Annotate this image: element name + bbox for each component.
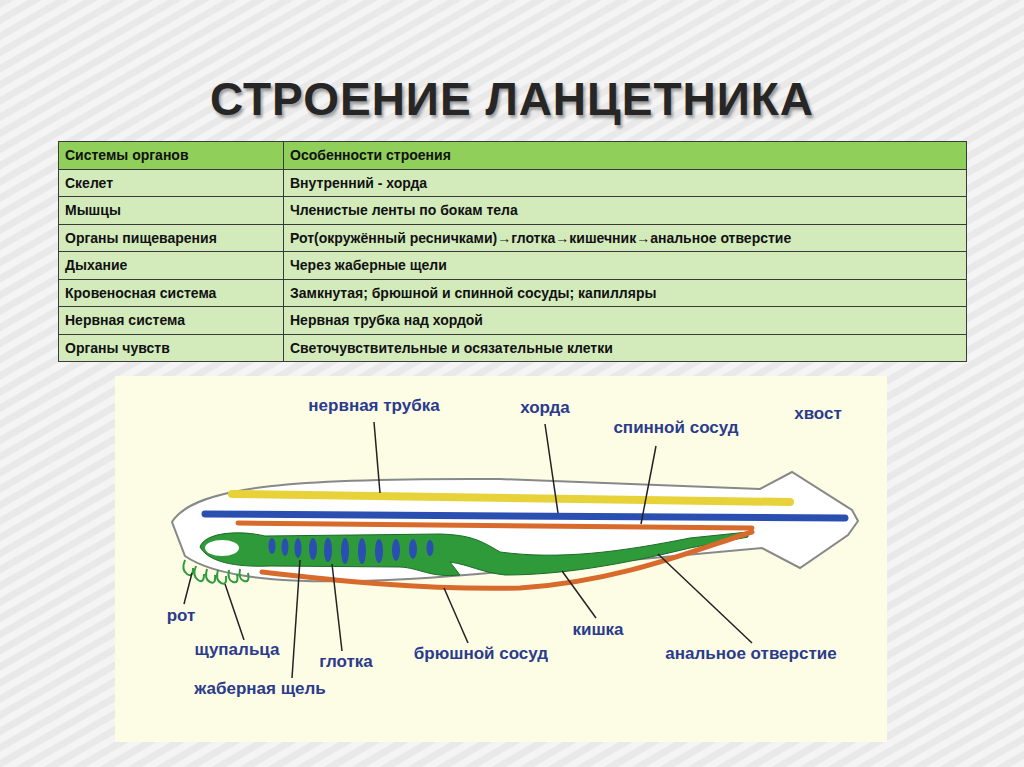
table-cell: Через жаберные щели bbox=[283, 251, 967, 280]
page-title: СТРОЕНИЕ ЛАНЦЕТНИКА bbox=[0, 72, 1024, 126]
table-cell: Нервная трубка над хордой bbox=[283, 306, 967, 335]
part-label: хвост bbox=[792, 404, 844, 424]
leader-lines bbox=[184, 422, 752, 678]
body-outline bbox=[172, 472, 858, 581]
part-label: нервная трубка bbox=[306, 396, 441, 416]
table-cell: Органы чувств bbox=[58, 334, 284, 363]
part-label: кишка bbox=[570, 620, 625, 640]
table-cell: Кровеносная система bbox=[58, 279, 284, 308]
table-cell: Рот(окружённый ресничками)→глотка→кишечн… bbox=[283, 224, 967, 253]
table-cell: Органы пищеварения bbox=[58, 224, 284, 253]
part-label: спинной сосуд bbox=[611, 418, 740, 438]
table-cell: Светочувствительные и осязательные клетк… bbox=[283, 334, 967, 363]
ventral-vessel bbox=[262, 532, 752, 588]
nerve-tube bbox=[232, 494, 790, 502]
pharynx-gut bbox=[200, 532, 748, 576]
part-label: жаберная щель bbox=[192, 679, 327, 699]
drawing-panel bbox=[115, 376, 887, 742]
table-cell: Скелет bbox=[58, 169, 284, 198]
tentacles bbox=[183, 560, 248, 584]
part-label: щупальца bbox=[193, 640, 282, 660]
part-label: глотка bbox=[317, 652, 374, 672]
table-cell: Мышцы bbox=[58, 196, 284, 225]
notochord bbox=[205, 514, 845, 518]
part-label: анальное отверстие bbox=[663, 644, 838, 664]
part-label: брюшной сосуд bbox=[412, 644, 550, 664]
part-label: хорда bbox=[518, 398, 572, 418]
table-cell: Замкнутая; брюшной и спинной сосуды; кап… bbox=[283, 279, 967, 308]
table-cell: Членистые ленты по бокам тела bbox=[283, 196, 967, 225]
dorsal-vessel bbox=[238, 523, 752, 528]
table-cell: Дыхание bbox=[58, 251, 284, 280]
table-header: Системы органов bbox=[58, 141, 284, 170]
table-cell: Внутренний - хорда bbox=[283, 169, 967, 198]
part-label: рот bbox=[165, 606, 198, 626]
gill-slits bbox=[269, 538, 434, 564]
table-header: Особенности строения bbox=[283, 141, 967, 170]
table-cell: Нервная система bbox=[58, 306, 284, 335]
mouth-opening bbox=[205, 540, 239, 556]
